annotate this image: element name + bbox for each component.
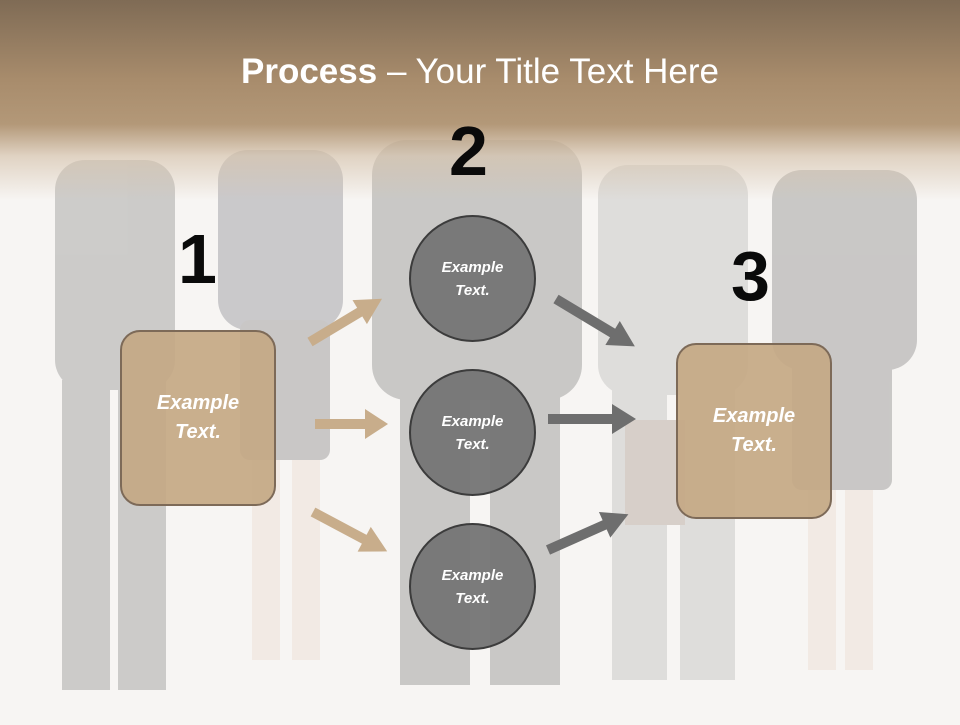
step-number-2: 2 — [449, 112, 488, 190]
title-bold: Process — [241, 52, 378, 91]
header-band — [0, 0, 960, 200]
arrow-from-circle-1 — [553, 294, 635, 347]
gray-arrows — [545, 294, 636, 555]
title-rest: – Your Title Text Here — [377, 52, 719, 91]
slide-title: Process – Your Title Text Here — [0, 52, 960, 92]
arrow-to-circle-2 — [315, 409, 388, 439]
step-number-3: 3 — [731, 237, 770, 315]
tan-arrows — [307, 298, 388, 552]
arrow-to-circle-1 — [307, 298, 383, 347]
arrow-from-circle-2 — [548, 404, 636, 434]
step-number-1: 1 — [178, 220, 217, 298]
arrow-from-circle-3 — [545, 511, 629, 555]
arrow-to-circle-3 — [310, 507, 388, 552]
